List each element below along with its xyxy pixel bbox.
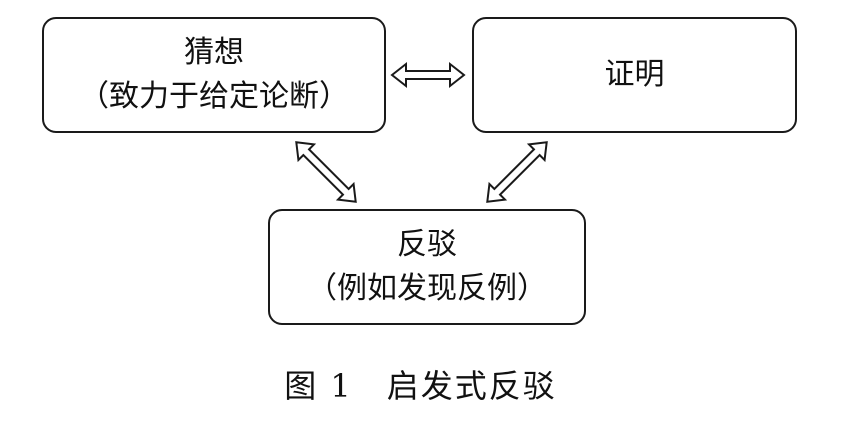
- node-conjecture-title: 猜想: [184, 35, 244, 70]
- node-proof: 证明: [472, 17, 797, 133]
- figure-number: 图 1: [284, 367, 353, 405]
- node-refutation-subtitle: （例如发现反例）: [307, 271, 547, 306]
- node-refutation-title: 反驳: [397, 227, 457, 262]
- figure-caption: 图 1 启发式反驳: [0, 364, 841, 408]
- node-proof-title: 证明: [604, 57, 665, 92]
- figure-title: 启发式反驳: [386, 367, 557, 405]
- node-conjecture-subtitle: （致力于给定论断）: [79, 79, 349, 114]
- node-conjecture: 猜想 （致力于给定论断）: [42, 17, 386, 133]
- arrow-proof-refutation: [486, 141, 548, 203]
- arrow-conjecture-refutation: [295, 141, 357, 203]
- node-refutation: 反驳 （例如发现反例）: [268, 209, 586, 325]
- arrow-conjecture-proof: [390, 61, 466, 89]
